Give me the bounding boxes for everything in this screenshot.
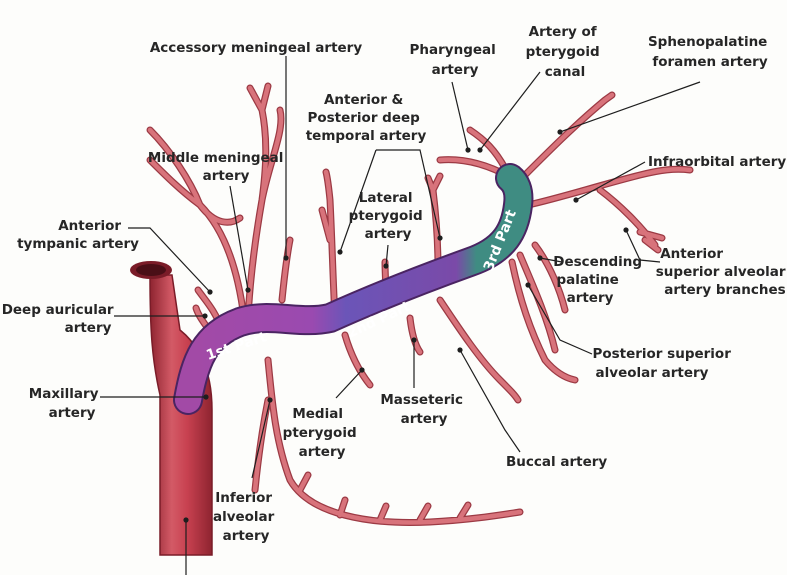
label-medial-pterygoid-artery: Medial pterygoid artery <box>283 406 362 460</box>
branch-vessels <box>146 82 694 526</box>
label-descending-palatine-artery: Descending palatine artery <box>553 254 646 306</box>
label-infraorbital-artery: Infraorbital artery <box>648 154 786 170</box>
label-inferior-alveolar-artery: Inferior alveolar artery <box>213 490 279 544</box>
label-artery-of-pterygoid-canal: Artery of pterygoid canal <box>526 24 605 80</box>
label-deep-auricular-artery: Deep auricular artery <box>2 302 119 336</box>
label-maxillary-artery: Maxillary artery <box>29 386 103 421</box>
maxillary-artery-main <box>173 163 534 415</box>
label-sphenopalatine-foramen-artery: Sphenopalatine foramen artery <box>648 34 772 70</box>
label-anterior-superior-alveolar-artery-branches: Anterior superior alveolar artery branch… <box>656 246 787 298</box>
label-accessory-meningeal-artery: Accessory meningeal artery <box>150 40 362 56</box>
label-anterior-posterior-deep-temporal-artery: Anterior & Posterior deep temporal arter… <box>306 92 427 144</box>
label-middle-meningeal-artery: Middle meningeal artery <box>148 150 288 184</box>
label-masseteric-artery: Masseteric artery <box>380 392 467 427</box>
label-lateral-pterygoid-artery: Lateral pterygoid artery <box>349 190 428 242</box>
label-pharyngeal-artery: Pharyngeal artery <box>410 42 501 78</box>
label-anterior-tympanic-artery: Anterior tympanic artery <box>17 218 139 252</box>
labels: Accessory meningeal artery Pharyngeal ar… <box>2 24 787 544</box>
label-buccal-artery: Buccal artery <box>506 454 607 470</box>
leader-lines <box>100 56 701 575</box>
label-posterior-superior-alveolar-artery: Posterior superior alveolar artery <box>592 346 735 381</box>
